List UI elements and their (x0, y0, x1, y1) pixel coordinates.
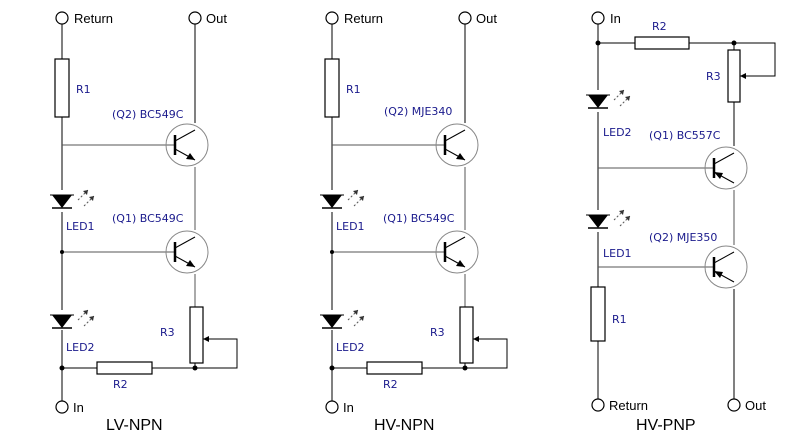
r2-label: R2 (652, 20, 667, 33)
r2-resistor (96, 361, 153, 375)
r1-resistor (324, 58, 340, 118)
circuit-hv-npn: Return Out In R1 (Q2) MJE340 (Q1) BC549C… (319, 11, 508, 434)
r1-label: R1 (346, 83, 361, 96)
return-label: Return (609, 398, 648, 413)
out-terminal (727, 398, 741, 412)
return-terminal (325, 11, 339, 25)
r3-potentiometer (459, 306, 474, 364)
led2-label: LED2 (336, 341, 365, 354)
in-label: In (610, 11, 621, 26)
r1-label: R1 (612, 313, 627, 326)
q1-label: (Q1) BC557C (649, 129, 721, 142)
circuit-title: HV-PNP (636, 417, 696, 434)
return-label: Return (74, 11, 113, 26)
led2-icon (585, 89, 631, 109)
out-label: Out (745, 398, 766, 413)
led2-icon (319, 309, 365, 329)
return-terminal (55, 11, 69, 25)
circuit-lv-npn: Return Out In R1 (Q2) BC549C (Q1) BC549C… (49, 11, 238, 434)
out-terminal (458, 11, 472, 25)
r3-label: R3 (160, 326, 175, 339)
q1-label: (Q1) BC549C (383, 212, 455, 225)
r3-label: R3 (430, 326, 445, 339)
r2-label: R2 (383, 378, 398, 391)
led1-icon (319, 189, 365, 209)
in-label: In (343, 400, 354, 415)
led1-icon (49, 189, 95, 209)
circuit-title: HV-NPN (374, 417, 434, 434)
r2-label: R2 (113, 378, 128, 391)
circuit-title: LV-NPN (106, 417, 163, 434)
led2-icon (49, 309, 95, 329)
in-terminal (55, 400, 69, 414)
led1-label: LED1 (336, 220, 365, 233)
r2-resistor (366, 361, 423, 375)
led2-label: LED2 (603, 126, 632, 139)
led1-label: LED1 (603, 247, 632, 260)
r3-potentiometer (189, 306, 204, 364)
led2-label: LED2 (66, 341, 95, 354)
r1-label: R1 (76, 83, 91, 96)
r1-resistor (54, 58, 70, 118)
q2-label: (Q2) MJE340 (384, 105, 452, 118)
in-terminal (325, 400, 339, 414)
in-label: In (73, 400, 84, 415)
out-label: Out (206, 11, 227, 26)
q2-label: (Q2) MJE350 (649, 231, 717, 244)
r3-label: R3 (706, 70, 721, 83)
r3-potentiometer (727, 49, 741, 103)
return-terminal (591, 398, 605, 412)
in-terminal (591, 11, 605, 25)
circuit-hv-pnp: In Return Out R2 R3 LED2 (Q1) BC557C (Q2… (585, 11, 776, 434)
led1-icon (585, 209, 631, 229)
r1-resistor (590, 286, 606, 342)
led1-label: LED1 (66, 220, 95, 233)
out-terminal (188, 11, 202, 25)
r2-resistor (634, 36, 690, 50)
q2-label: (Q2) BC549C (112, 108, 184, 121)
return-label: Return (344, 11, 383, 26)
q1-label: (Q1) BC549C (112, 212, 184, 225)
out-label: Out (476, 11, 497, 26)
